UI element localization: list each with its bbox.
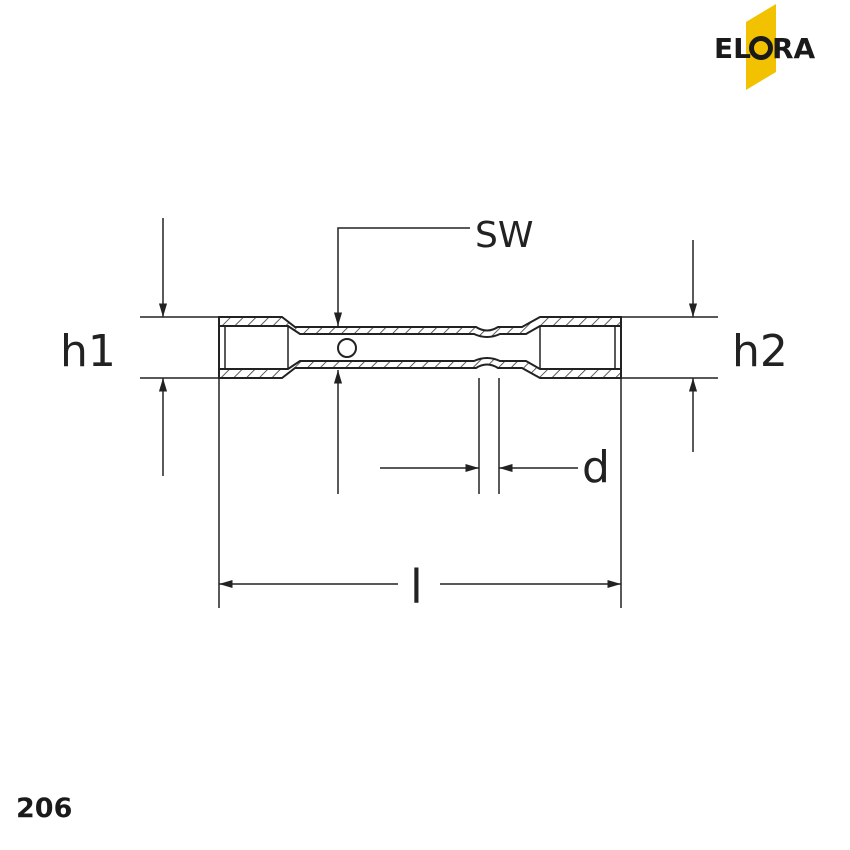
- tommy-hole: [337, 338, 357, 358]
- label-sw: SW: [475, 215, 534, 256]
- logo-text-right: RA: [772, 32, 816, 65]
- label-d: d: [582, 442, 610, 493]
- product-code: 206: [16, 793, 73, 824]
- tube-wall-bottom: [218, 357, 622, 379]
- logo-accent-shape: [746, 4, 776, 90]
- label-h1: h1: [60, 326, 116, 377]
- logo-o-ring: [749, 36, 773, 60]
- label-l: l: [410, 560, 423, 614]
- logo-text-left: EL: [714, 32, 751, 65]
- label-h2: h2: [732, 326, 788, 377]
- tube-wall-top: [218, 316, 622, 338]
- elora-logo: EL RA: [712, 2, 832, 92]
- sw-leader: [333, 227, 470, 326]
